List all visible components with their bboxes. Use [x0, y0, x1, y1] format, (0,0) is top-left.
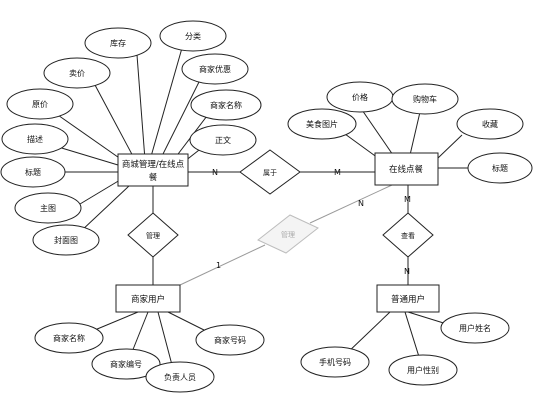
cardinality-belongs-right: M	[334, 168, 341, 177]
attr-order-title: 标题	[467, 152, 533, 184]
svg-text:主图: 主图	[40, 203, 56, 213]
svg-text:商家号码: 商家号码	[214, 335, 246, 345]
attr-order-fav: 收藏	[456, 108, 524, 140]
line-order-attr-price	[359, 106, 394, 156]
entity-merchant-user-label: 商家用户	[131, 294, 165, 305]
svg-text:用户性别: 用户性别	[407, 365, 439, 375]
cardinality-view-user: N	[404, 267, 410, 276]
attr-merchant-id: 商家编号	[91, 348, 161, 380]
attr-mall-body: 正文	[189, 124, 257, 156]
svg-text:商家名称: 商家名称	[210, 100, 242, 110]
relationship-manage-2: 管理	[257, 214, 319, 254]
line-merchant-attr-name	[89, 311, 139, 333]
relationship-manage: 管理	[127, 212, 179, 258]
entity-online-order-label: 在线点餐	[389, 164, 424, 175]
attr-mall-mainimg: 主图	[14, 192, 82, 224]
line-merchant-attr-person	[157, 311, 173, 366]
entity-mall-manage: 商城管理/在线点 餐	[117, 153, 189, 187]
cardinality-manage2-order: N	[358, 199, 364, 208]
relationship-belongs: 属于	[239, 149, 301, 195]
svg-text:库存: 库存	[110, 38, 126, 48]
attr-mall-cover: 封面图	[32, 224, 100, 256]
relationship-view-label: 查看	[401, 231, 415, 240]
attr-order-cart: 购物车	[391, 83, 459, 115]
svg-text:原价: 原价	[32, 100, 48, 109]
line-mall-attr-discount	[159, 79, 201, 161]
attr-normal-phone: 手机号码	[300, 346, 370, 378]
attr-mall-category: 分类	[159, 20, 227, 52]
line-mall-attr-cover	[79, 184, 131, 233]
line-order-attr-cart	[409, 111, 421, 156]
line-merchant-attr-id	[131, 311, 149, 353]
line-mall-attr-origprice	[54, 112, 126, 163]
attr-merchant-phone: 商家号码	[195, 324, 265, 356]
line-normal-attr-gender	[404, 311, 421, 361]
attr-mall-desc: 描述	[1, 123, 69, 155]
entity-mall-manage-label-1: 商城管理/在线点	[122, 159, 185, 170]
attr-normal-name: 用户姓名	[440, 312, 510, 344]
attr-mall-merchantname: 商家名称	[190, 89, 262, 121]
entity-merchant-user: 商家用户	[115, 284, 181, 313]
entity-online-order: 在线点餐	[374, 152, 439, 186]
attr-mall-origprice: 原价	[6, 88, 74, 120]
relationship-manage-label: 管理	[146, 231, 160, 240]
cardinality-view-order: M	[404, 195, 411, 204]
svg-text:商家优惠: 商家优惠	[199, 64, 231, 74]
line-mall-attr-stock	[136, 54, 146, 161]
attr-normal-gender: 用户性别	[388, 354, 458, 386]
svg-text:负责人员: 负责人员	[164, 372, 196, 382]
svg-text:商家名称: 商家名称	[53, 333, 85, 343]
entity-mall-manage-label-2: 餐	[149, 173, 158, 183]
attr-order-foodimg: 美食图片	[287, 108, 357, 140]
attr-merchant-person: 负责人员	[145, 361, 215, 393]
line-order-attr-fav	[437, 134, 463, 159]
line-manage2-order	[309, 184, 393, 224]
entity-normal-user: 普通用户	[376, 284, 440, 313]
attr-merchant-name: 商家名称	[34, 322, 104, 354]
svg-text:购物车: 购物车	[413, 94, 437, 104]
svg-text:描述: 描述	[27, 134, 43, 144]
svg-text:标题: 标题	[492, 163, 508, 173]
line-order-attr-foodimg	[344, 133, 379, 159]
cardinality-manage2-merchant: 1	[216, 261, 221, 270]
svg-text:用户姓名: 用户姓名	[459, 323, 491, 333]
entity-normal-user-label: 普通用户	[391, 294, 425, 305]
svg-text:卖价: 卖价	[69, 69, 85, 78]
relationship-view: 查看	[382, 212, 434, 258]
line-merchant-manage2	[179, 244, 266, 286]
attr-mall-stock: 库存	[84, 27, 152, 59]
line-normal-attr-phone	[344, 311, 391, 356]
line-merchant-attr-phone	[167, 311, 211, 334]
svg-text:分类: 分类	[185, 31, 201, 41]
attr-mall-discount: 商家优惠	[181, 53, 249, 85]
svg-text:价格: 价格	[352, 92, 368, 102]
line-mall-attr-sellprice	[94, 84, 136, 161]
attr-order-price: 价格	[326, 81, 394, 113]
svg-text:美食图片: 美食图片	[306, 119, 338, 129]
line-mall-attr-category	[149, 47, 183, 161]
svg-text:正文: 正文	[215, 135, 231, 145]
svg-text:商家编号: 商家编号	[110, 359, 142, 369]
attr-mall-sellprice: 卖价	[43, 57, 111, 89]
svg-text:手机号码: 手机号码	[319, 357, 351, 367]
relationship-manage-2-label: 管理	[281, 230, 295, 239]
cardinality-belongs-left: N	[212, 168, 218, 177]
svg-text:标题: 标题	[25, 167, 41, 177]
svg-text:收藏: 收藏	[482, 119, 498, 129]
svg-text:封面图: 封面图	[54, 235, 78, 245]
relationship-belongs-label: 属于	[263, 169, 277, 177]
attr-mall-title: 标题	[0, 156, 66, 188]
